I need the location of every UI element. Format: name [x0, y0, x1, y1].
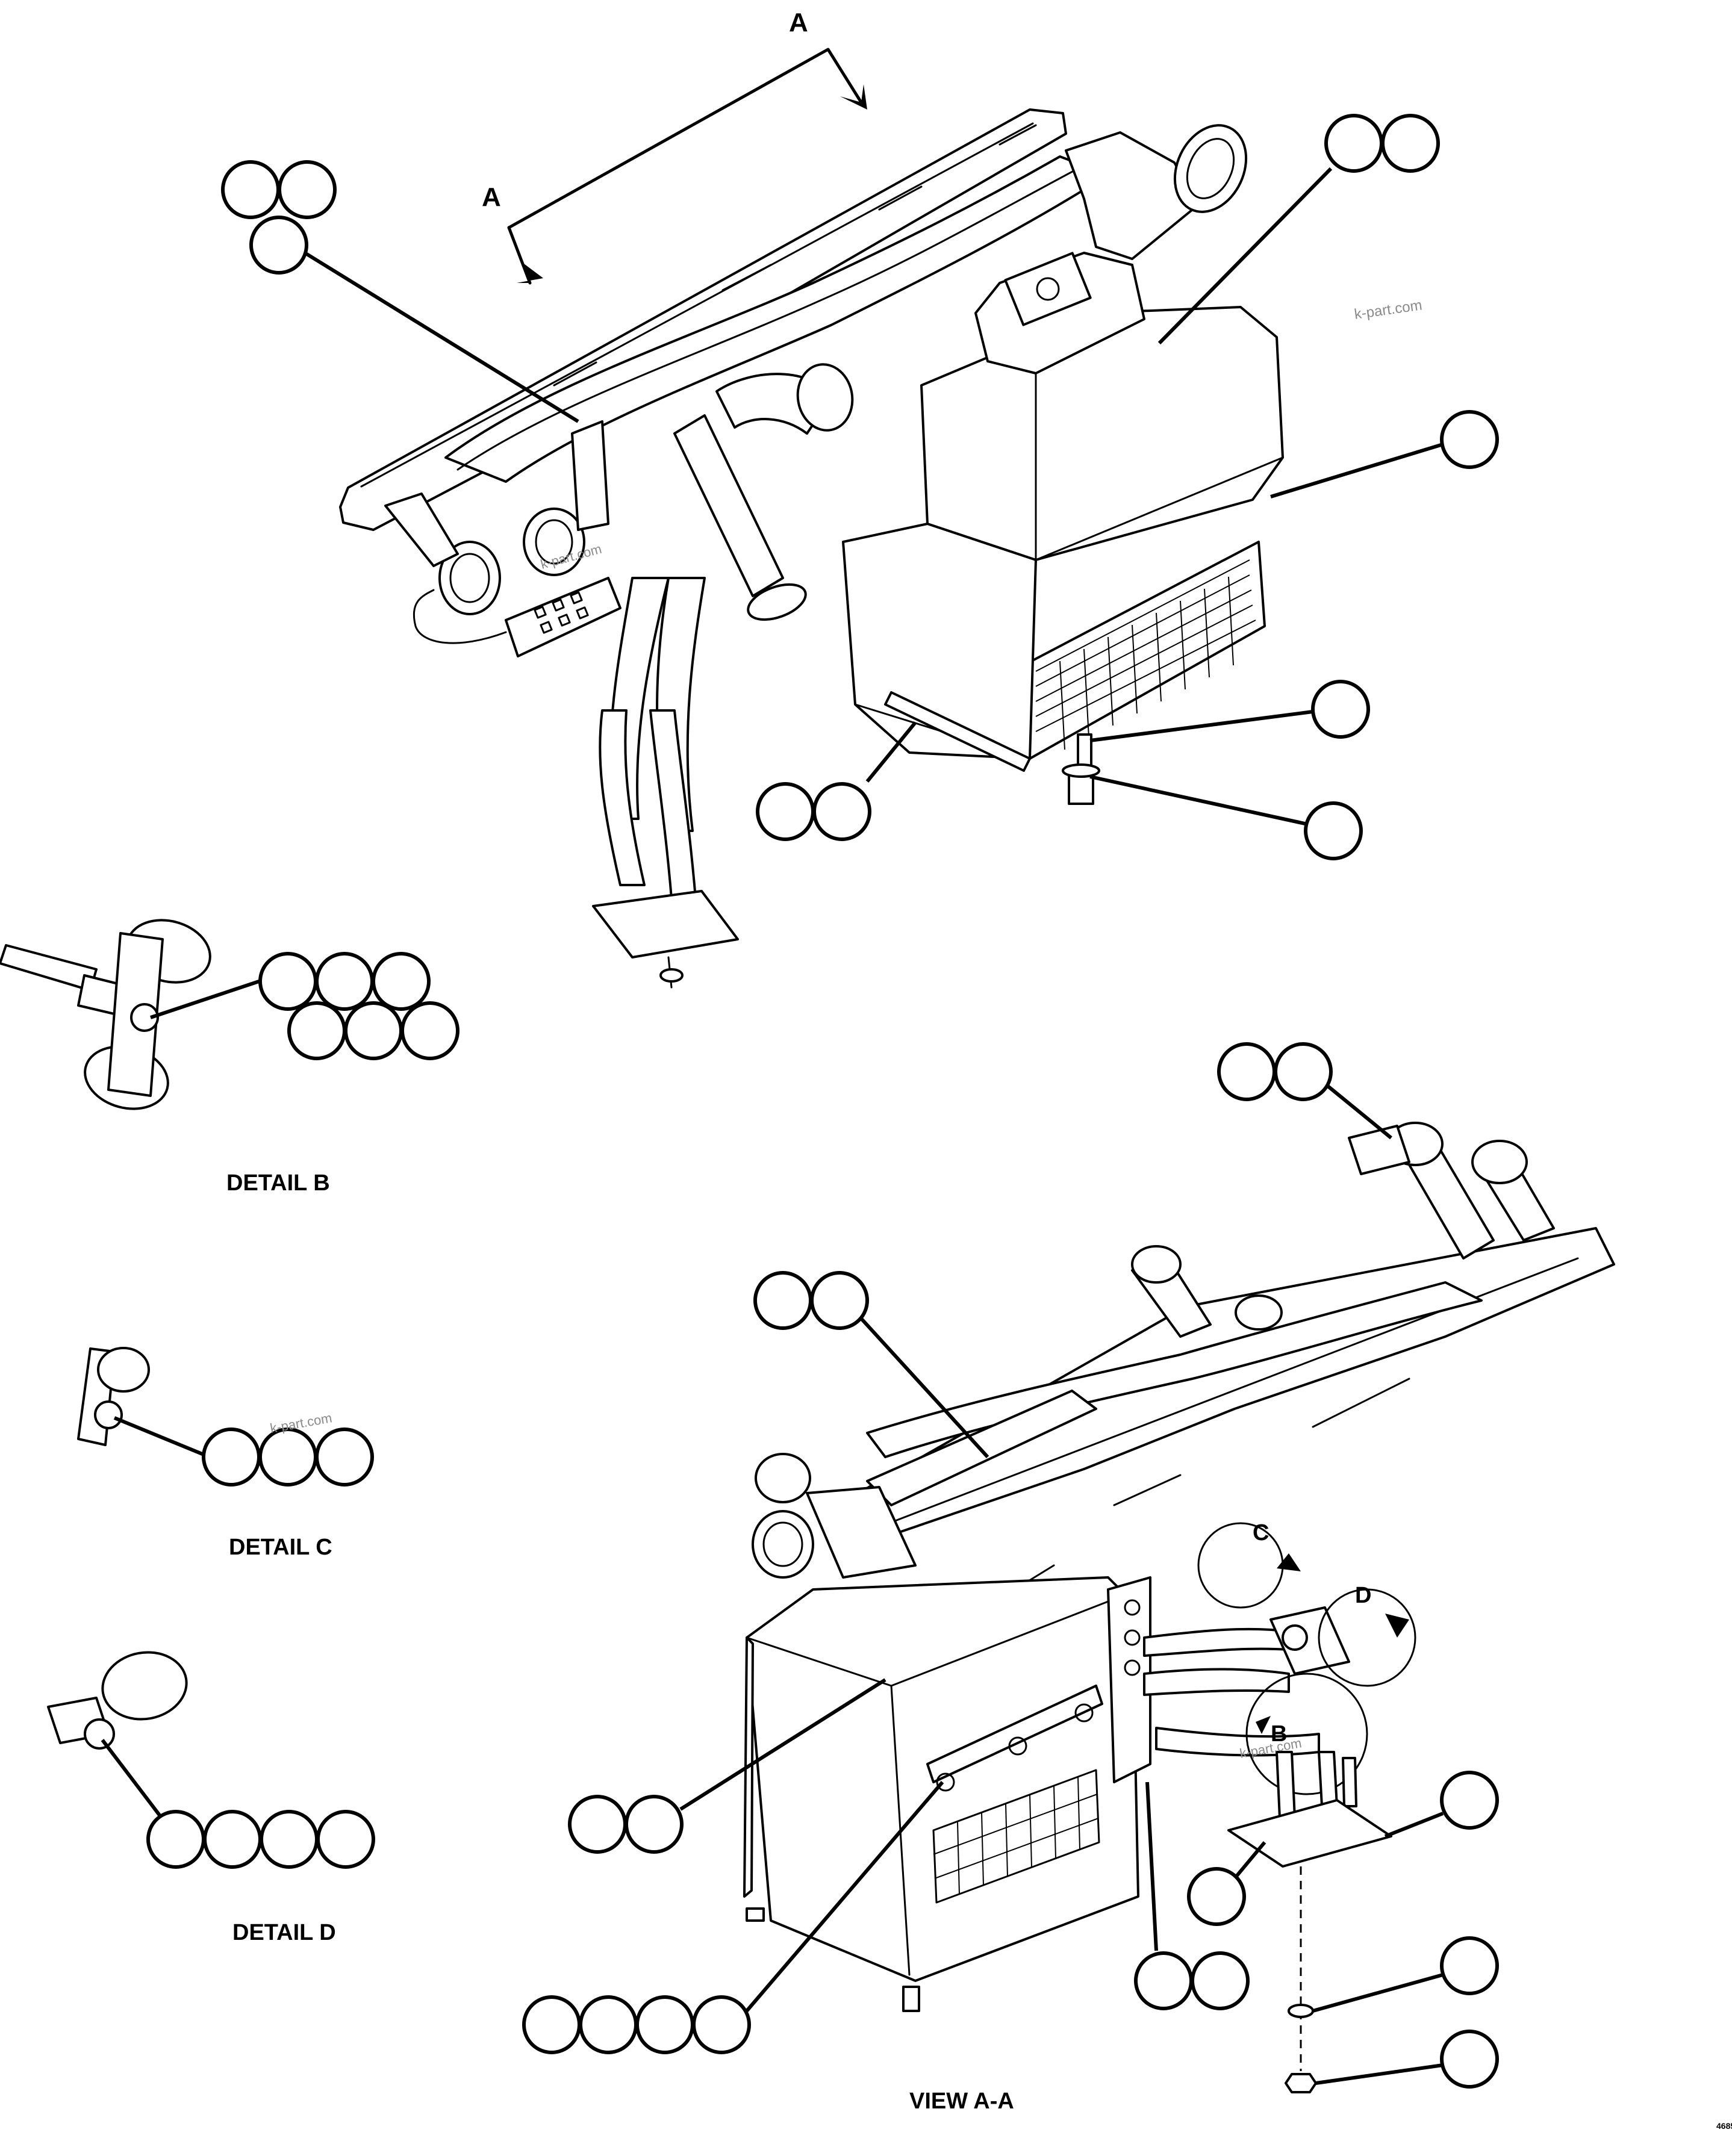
callout-bubble[interactable] — [1187, 1867, 1246, 1926]
callout-bubble[interactable] — [249, 216, 308, 275]
main-heater-assembly — [339, 108, 1284, 989]
callout-bubble[interactable] — [146, 1810, 205, 1869]
grille-pattern — [1035, 559, 1256, 750]
callout-bubble[interactable] — [315, 952, 374, 1011]
callout-bubble[interactable] — [287, 1001, 346, 1060]
callout-bubble[interactable] — [278, 160, 337, 219]
callout-bubble[interactable] — [1274, 1042, 1333, 1101]
callout-bubble[interactable] — [344, 1001, 403, 1060]
callout-bubble[interactable] — [579, 1995, 638, 2054]
callout-bubble[interactable] — [753, 1271, 812, 1330]
callout-bubble[interactable] — [810, 1271, 869, 1330]
callout-bubble[interactable] — [1217, 1042, 1276, 1101]
callout-bubble[interactable] — [1304, 801, 1363, 860]
callout-bubble[interactable] — [1324, 114, 1383, 173]
detail-d-label: DETAIL D — [232, 1920, 336, 1945]
drawing-number: 4685 — [1716, 2121, 1732, 2131]
callouts-upper — [221, 114, 1499, 860]
callout-bubble[interactable] — [522, 1995, 581, 2054]
section-a-arrow: A A — [482, 8, 867, 285]
view-aa-label: VIEW A-A — [909, 2089, 1014, 2114]
callout-bubble[interactable] — [1311, 680, 1370, 739]
callout-bubble[interactable] — [260, 1810, 319, 1869]
callout-bubble[interactable] — [692, 1995, 751, 2054]
callout-bubble[interactable] — [1134, 1951, 1193, 2010]
callout-bubble[interactable] — [625, 1795, 684, 1854]
callout-bubble[interactable] — [258, 952, 317, 1011]
control-panel-buttons — [534, 591, 589, 634]
marker-b-label: B — [1271, 1721, 1287, 1747]
callout-bubble[interactable] — [812, 782, 871, 841]
callout-bubble[interactable] — [635, 1995, 694, 2054]
callout-bubble[interactable] — [1440, 1936, 1499, 1995]
callout-bubble[interactable] — [316, 1810, 375, 1869]
detail-b-label: DETAIL B — [226, 1170, 330, 1196]
watermark-text: k-part.com — [1353, 297, 1423, 323]
view-aa-grille — [932, 1769, 1100, 1904]
callout-bubble[interactable] — [1440, 2030, 1499, 2089]
marker-d-label: D — [1355, 1583, 1371, 1608]
section-a-top-label: A — [789, 8, 808, 37]
section-a-left-label: A — [482, 182, 501, 212]
detail-b: DETAIL B — [0, 919, 459, 1196]
callouts-view-aa: VIEW A-A 4685 — [522, 1042, 1732, 2131]
callout-bubble[interactable] — [221, 160, 280, 219]
callout-bubble[interactable] — [202, 1427, 261, 1487]
detail-c: DETAIL C — [77, 1347, 374, 1560]
view-aa-assembly: C D B — [743, 1122, 1615, 2093]
callout-bubble[interactable] — [315, 1427, 374, 1487]
callout-bubble[interactable] — [1440, 1771, 1499, 1830]
callout-bubble[interactable] — [568, 1795, 627, 1854]
callout-bubble[interactable] — [1191, 1951, 1250, 2010]
callout-bubble[interactable] — [372, 952, 431, 1011]
callout-bubble[interactable] — [756, 782, 815, 841]
detail-d: DETAIL D — [47, 1651, 375, 1945]
callout-bubble[interactable] — [400, 1001, 459, 1060]
marker-c-label: C — [1253, 1520, 1269, 1546]
detail-c-label: DETAIL C — [229, 1535, 332, 1560]
callout-bubble[interactable] — [1440, 410, 1499, 469]
callout-bubble[interactable] — [1381, 114, 1440, 173]
callout-bubble[interactable] — [203, 1810, 262, 1869]
callout-bubble[interactable] — [258, 1427, 317, 1487]
